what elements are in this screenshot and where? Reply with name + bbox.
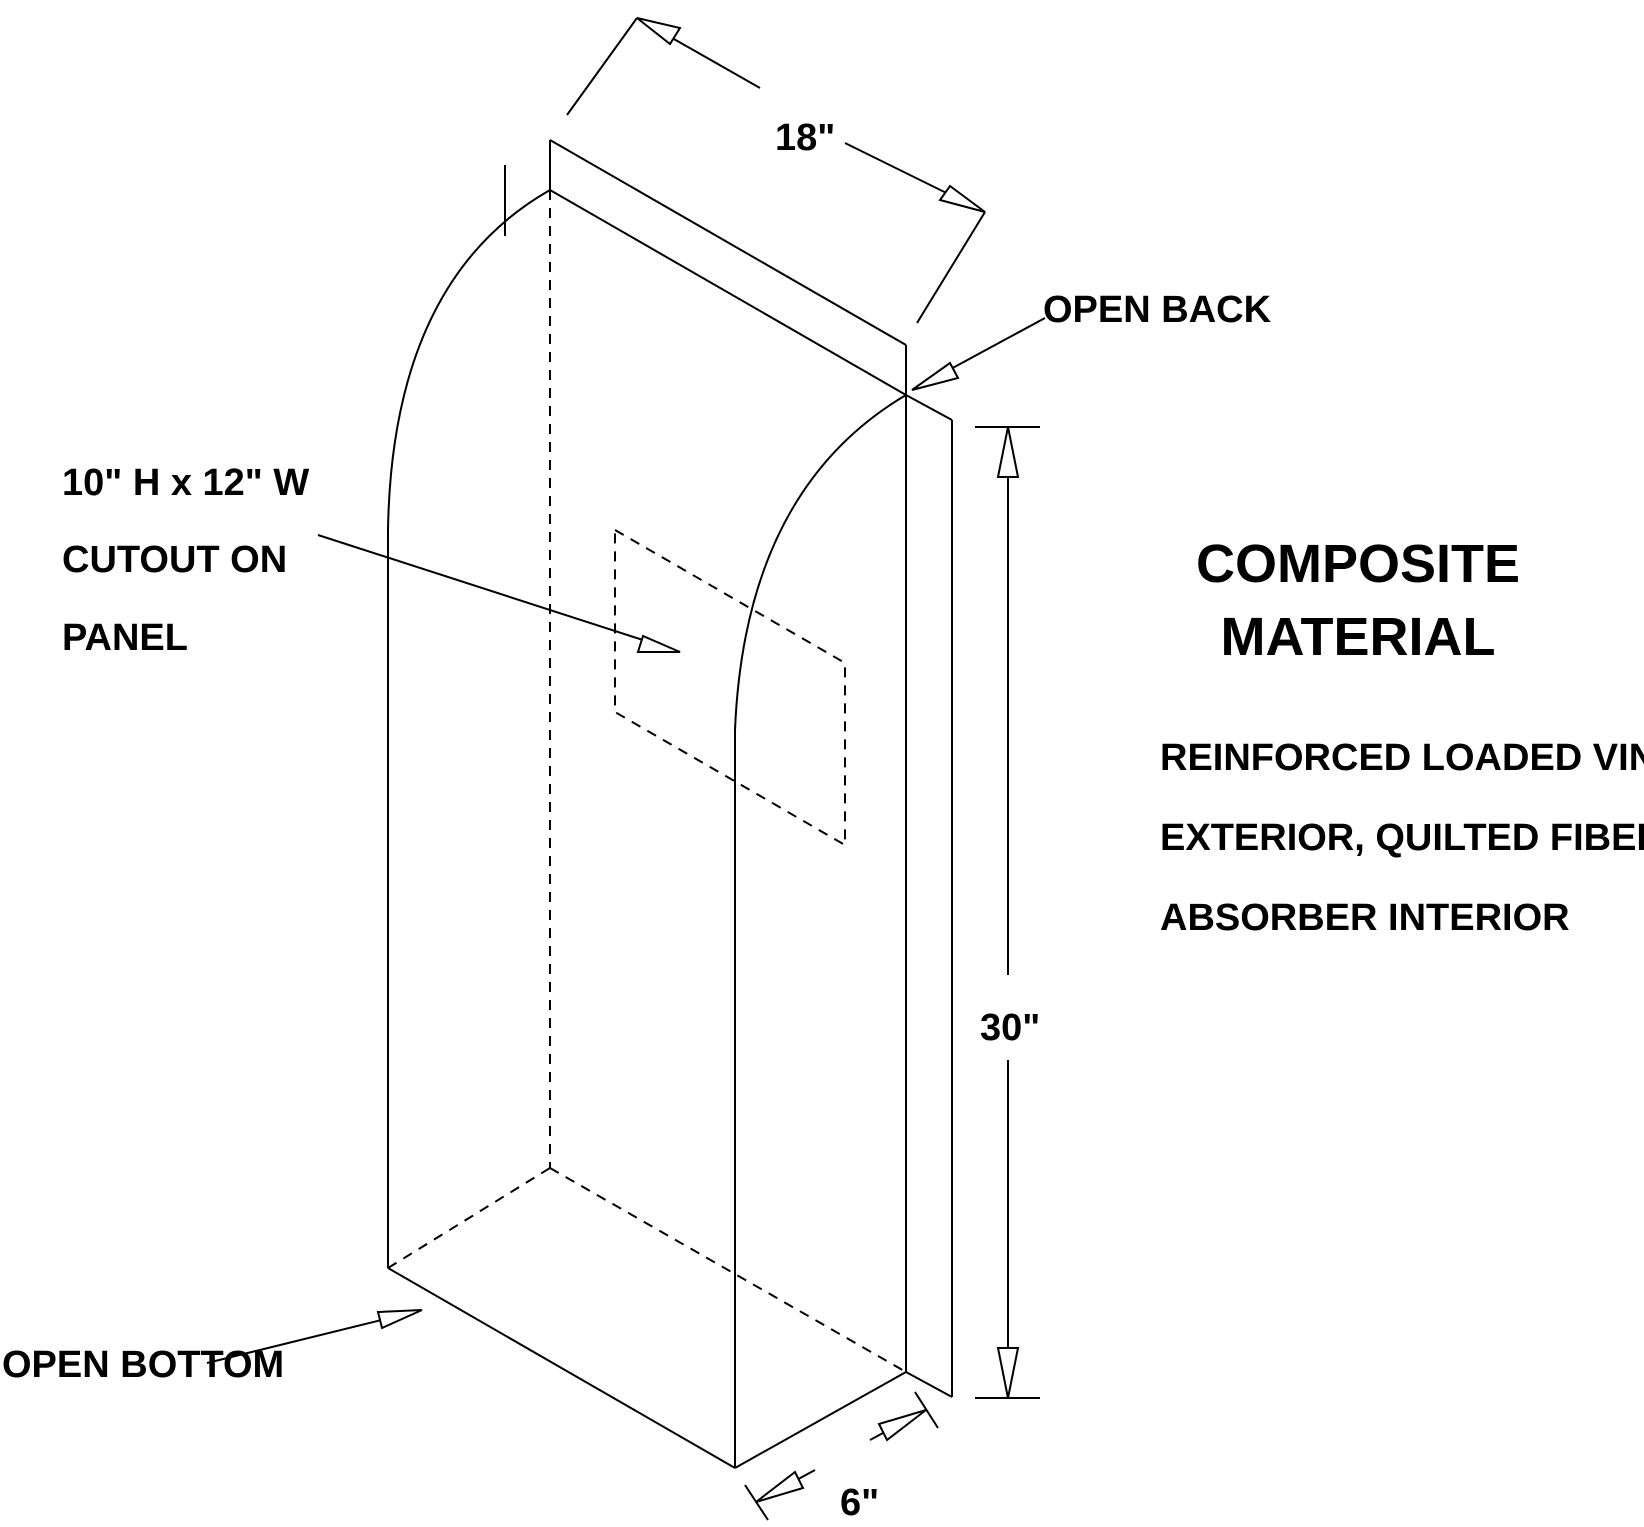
width-dim-label: 18" xyxy=(775,117,835,159)
arrow-icon xyxy=(636,634,681,653)
arrow-icon xyxy=(376,1309,423,1330)
material-title-line1: COMPOSITE xyxy=(1196,534,1520,594)
depth-dimension xyxy=(744,1391,939,1521)
cutout-leader xyxy=(317,534,681,653)
arrow-down-icon xyxy=(996,1347,1020,1399)
open-back-leader xyxy=(911,317,1046,391)
arrow-up-right-icon xyxy=(877,1409,927,1442)
cutout-label-line2: CUTOUT ON xyxy=(62,539,287,581)
height-dim-label: 30" xyxy=(980,1007,1040,1049)
material-desc-line3: ABSORBER INTERIOR xyxy=(1160,897,1570,939)
enclosure-outline xyxy=(387,189,907,1469)
arrow-up-left-icon xyxy=(636,17,682,46)
material-title-line2: MATERIAL xyxy=(1221,607,1496,667)
arrow-icon xyxy=(911,361,960,391)
hidden-edges xyxy=(387,190,907,1373)
arrow-down-right-icon xyxy=(938,184,986,213)
cutout-label-line1: 10" H x 12" W xyxy=(62,462,309,504)
material-desc-line1: REINFORCED LOADED VINYL xyxy=(1160,737,1644,779)
open-back-label: OPEN BACK xyxy=(1043,289,1272,331)
open-bottom-leader xyxy=(206,1309,423,1364)
cutout-label-line3: PANEL xyxy=(62,617,188,659)
height-dimension xyxy=(975,426,1040,1399)
width-dimension xyxy=(566,17,986,324)
arrow-up-icon xyxy=(996,426,1020,478)
depth-dim-label: 6" xyxy=(840,1482,879,1524)
open-bottom-label: OPEN BOTTOM xyxy=(2,1344,284,1386)
material-desc-line2: EXTERIOR, QUILTED FIBERGLASS xyxy=(1160,817,1644,859)
arrow-down-left-icon xyxy=(755,1470,805,1503)
back-flange xyxy=(504,139,953,1398)
panel-cutout xyxy=(614,528,846,847)
